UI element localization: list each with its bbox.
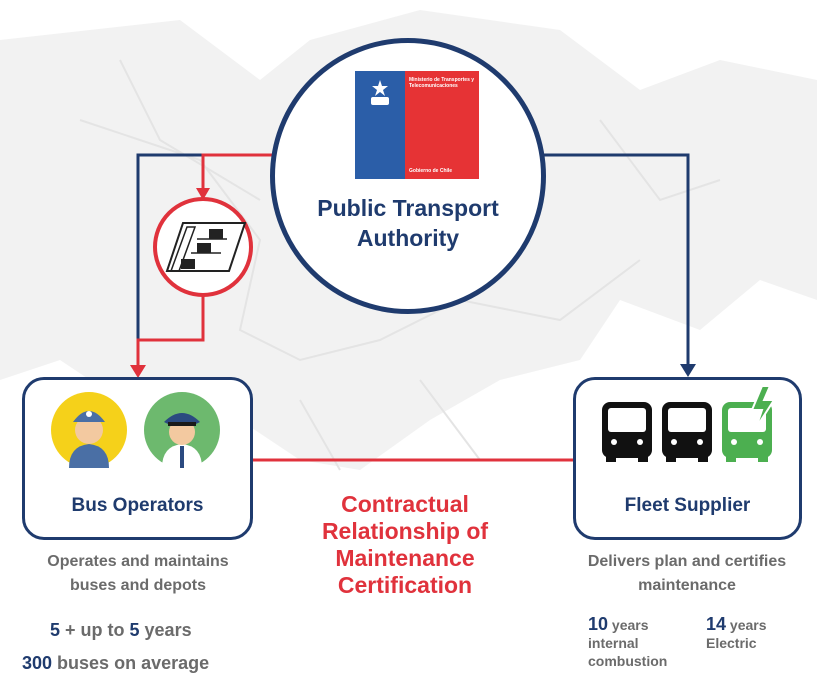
contract-document-icon [165,222,247,272]
supplier-desc-line2: maintenance [638,577,736,594]
driver-avatar [144,392,220,468]
internal-combustion-stat: 10 years internal combustion [588,615,698,670]
relationship-line3: Maintenance [335,545,475,571]
buses-stat: 300 buses on average [22,653,209,674]
fleet-supplier-node: Fleet Supplier [573,377,802,540]
supplier-description: Delivers plan and certifies maintenance [560,550,814,598]
ic-num: 10 [588,614,609,634]
buses-text: buses on average [52,653,210,673]
contract-years-stat: 5 + up to 5 years [50,620,192,641]
years-a: 5 [50,620,61,640]
years-b: 5 [129,620,140,640]
bus-front-icon [602,402,652,462]
ministry-text: Ministerio de Transportes y Telecomunica… [409,77,475,89]
public-transport-authority-node: Ministerio de Transportes y Telecomunica… [270,38,546,314]
supplier-desc-line1: Delivers plan and certifies [587,553,787,570]
arrowhead-contract [196,188,210,200]
bus-operators-node: Bus Operators [22,377,253,540]
chile-government-emblem [371,80,389,105]
el-unit: years [726,617,767,633]
worker-avatar [51,392,127,468]
relationship-line1: Contractual [341,491,469,517]
years-unit: years [139,620,192,640]
buses-num: 300 [22,653,53,673]
authority-label-line2: Authority [356,225,460,251]
arrowhead-supplier [680,364,696,377]
operators-desc-line1: Operates and maintains [47,553,229,570]
ic-line3: combustion [588,653,668,669]
worker-avatar-icon [69,411,109,468]
arrowhead-operators [130,365,146,378]
years-mid: + up to [60,620,130,640]
authority-label: Public Transport Authority [295,193,521,253]
government-text: Gobierno de Chile [409,168,453,174]
contract-node [153,197,253,297]
fleet-supplier-title: Fleet Supplier [624,495,751,516]
bus-front-icon [662,402,712,462]
contract-to-operators-line [136,296,205,366]
el-line2: Electric [706,635,757,651]
ic-unit: years [608,617,649,633]
ic-line2: internal [588,635,639,651]
electric-bus-icon [722,385,776,462]
el-num: 14 [706,614,727,634]
relationship-line4: Certification [337,572,473,598]
authority-label-line1: Public Transport [317,195,499,221]
relationship-line2: Relationship of [321,518,489,544]
ministry-logo: Ministerio de Transportes y Telecomunica… [355,71,479,179]
bus-icons-group [602,385,776,462]
operators-desc-line2: buses and depots [69,577,207,594]
authority-to-contract-line [201,153,277,190]
bus-operators-title: Bus Operators [71,495,204,516]
authority-to-supplier-line [544,153,690,366]
operators-description: Operates and maintains buses and depots [8,550,268,598]
driver-avatar-icon [162,413,202,468]
electric-stat: 14 years Electric [706,615,796,652]
contractual-relationship-label: Contractual Relationship of Maintenance … [285,491,525,599]
